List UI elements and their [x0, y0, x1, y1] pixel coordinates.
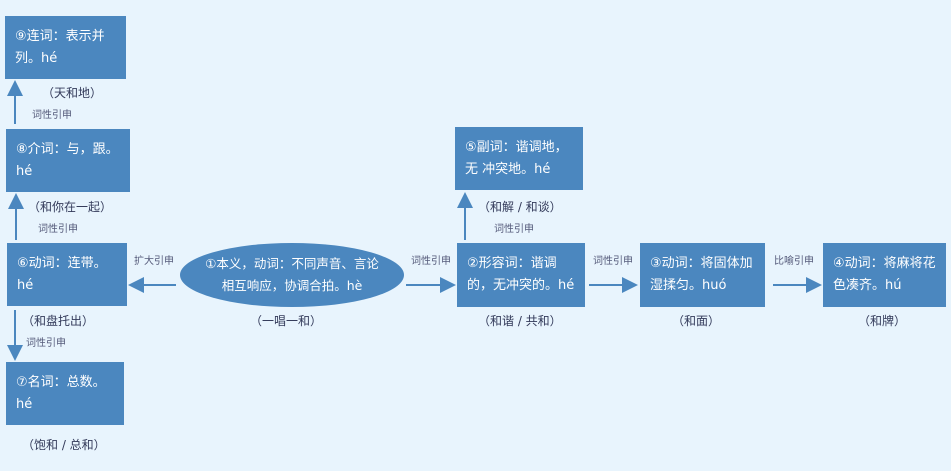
edge-label-2-5: 词性引申 — [494, 224, 534, 235]
node-3: ③动词：将固体加湿揉匀。huó — [640, 243, 765, 307]
node-1-caption: （一唱一和） — [250, 314, 323, 328]
node-2-caption: （和谐 / 共和） — [478, 314, 562, 328]
node-9: ⑨连词：表示并列。hé — [5, 16, 126, 79]
node-3-text: ③动词：将固体加湿揉匀。huó — [650, 256, 753, 293]
edge-label-8-9: 词性引申 — [32, 110, 72, 121]
node-2-text: ②形容词：谐调的，无冲突的。hé — [467, 256, 575, 293]
node-5-text: ⑤副词：谐调地，无 冲突地。hé — [465, 139, 568, 177]
node-1-text: ①本义，动词：不同声音、言论相互响应，协调合拍。hè — [205, 256, 379, 293]
node-9-caption: （天和地） — [42, 86, 103, 100]
edge-label-2-3: 词性引申 — [593, 256, 633, 267]
node-4-text: ④动词：将麻将花色凑齐。hú — [833, 256, 936, 293]
edge-label-3-4: 比喻引申 — [774, 256, 814, 267]
edge-label-1-2: 词性引申 — [411, 256, 451, 267]
node-8-text: ⑧介词：与，跟。hé — [16, 141, 119, 179]
node-6-text: ⑥动词：连带。hé — [17, 255, 107, 293]
node-6-caption: （和盘托出） — [22, 314, 95, 328]
node-4-caption: （和牌） — [858, 314, 907, 328]
edge-label-6-7: 词性引申 — [26, 338, 66, 349]
node-5: ⑤副词：谐调地，无 冲突地。hé — [455, 127, 583, 190]
node-2: ②形容词：谐调的，无冲突的。hé — [457, 243, 585, 307]
edge-label-1-6: 扩大引申 — [134, 256, 174, 267]
node-5-caption: （和解 / 和谈） — [478, 200, 562, 214]
edge-label-6-8: 词性引申 — [38, 224, 78, 235]
node-6: ⑥动词：连带。hé — [7, 243, 127, 306]
node-7: ⑦名词：总数。hé — [6, 362, 124, 425]
node-4: ④动词：将麻将花色凑齐。hú — [823, 243, 946, 307]
node-3-caption: （和面） — [672, 314, 721, 328]
node-1: ①本义，动词：不同声音、言论相互响应，协调合拍。hè — [180, 243, 404, 307]
node-7-text: ⑦名词：总数。hé — [16, 374, 106, 412]
node-7-caption: （饱和 / 总和） — [22, 438, 106, 452]
node-9-text: ⑨连词：表示并列。hé — [15, 28, 105, 66]
node-8: ⑧介词：与，跟。hé — [6, 129, 130, 192]
node-8-caption: （和你在一起） — [28, 200, 113, 214]
